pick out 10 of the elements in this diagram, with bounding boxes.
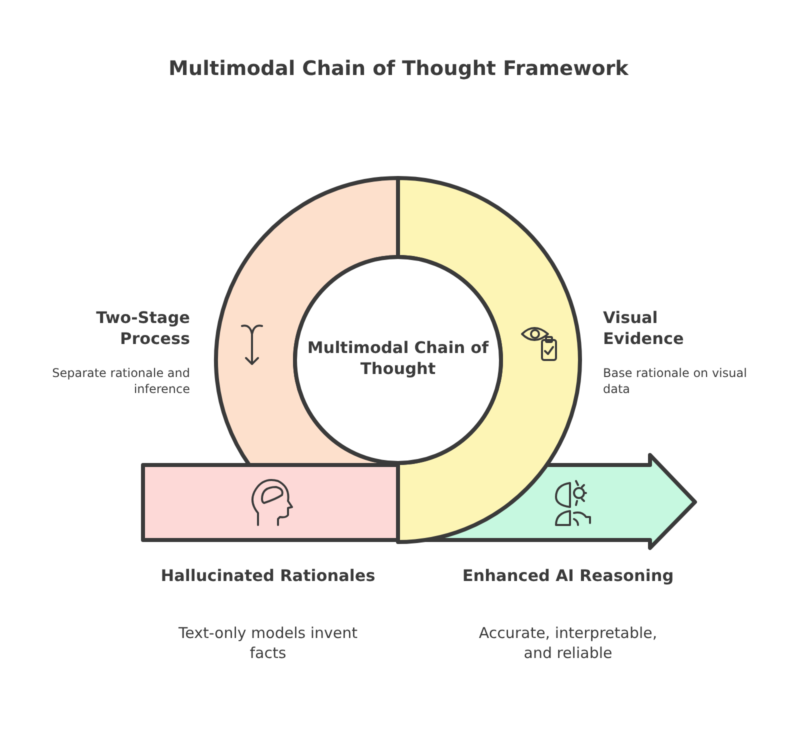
node-description: Base rationale on visual data xyxy=(603,366,748,398)
node-description: Separate rationale and inference xyxy=(51,366,190,398)
node-heading: Multimodal Chain of Thought xyxy=(306,338,490,380)
node-heading: Hallucinated Rationales xyxy=(160,566,376,587)
node-description: Text-only models invent facts xyxy=(178,624,358,663)
node-heading: Two-Stage Process xyxy=(95,308,190,350)
diagram-title: Multimodal Chain of Thought Framework xyxy=(168,56,630,80)
node-heading: Visual Evidence xyxy=(603,308,685,350)
node-description: Accurate, interpretable, and reliable xyxy=(478,624,658,663)
node-heading: Enhanced AI Reasoning xyxy=(461,566,675,587)
